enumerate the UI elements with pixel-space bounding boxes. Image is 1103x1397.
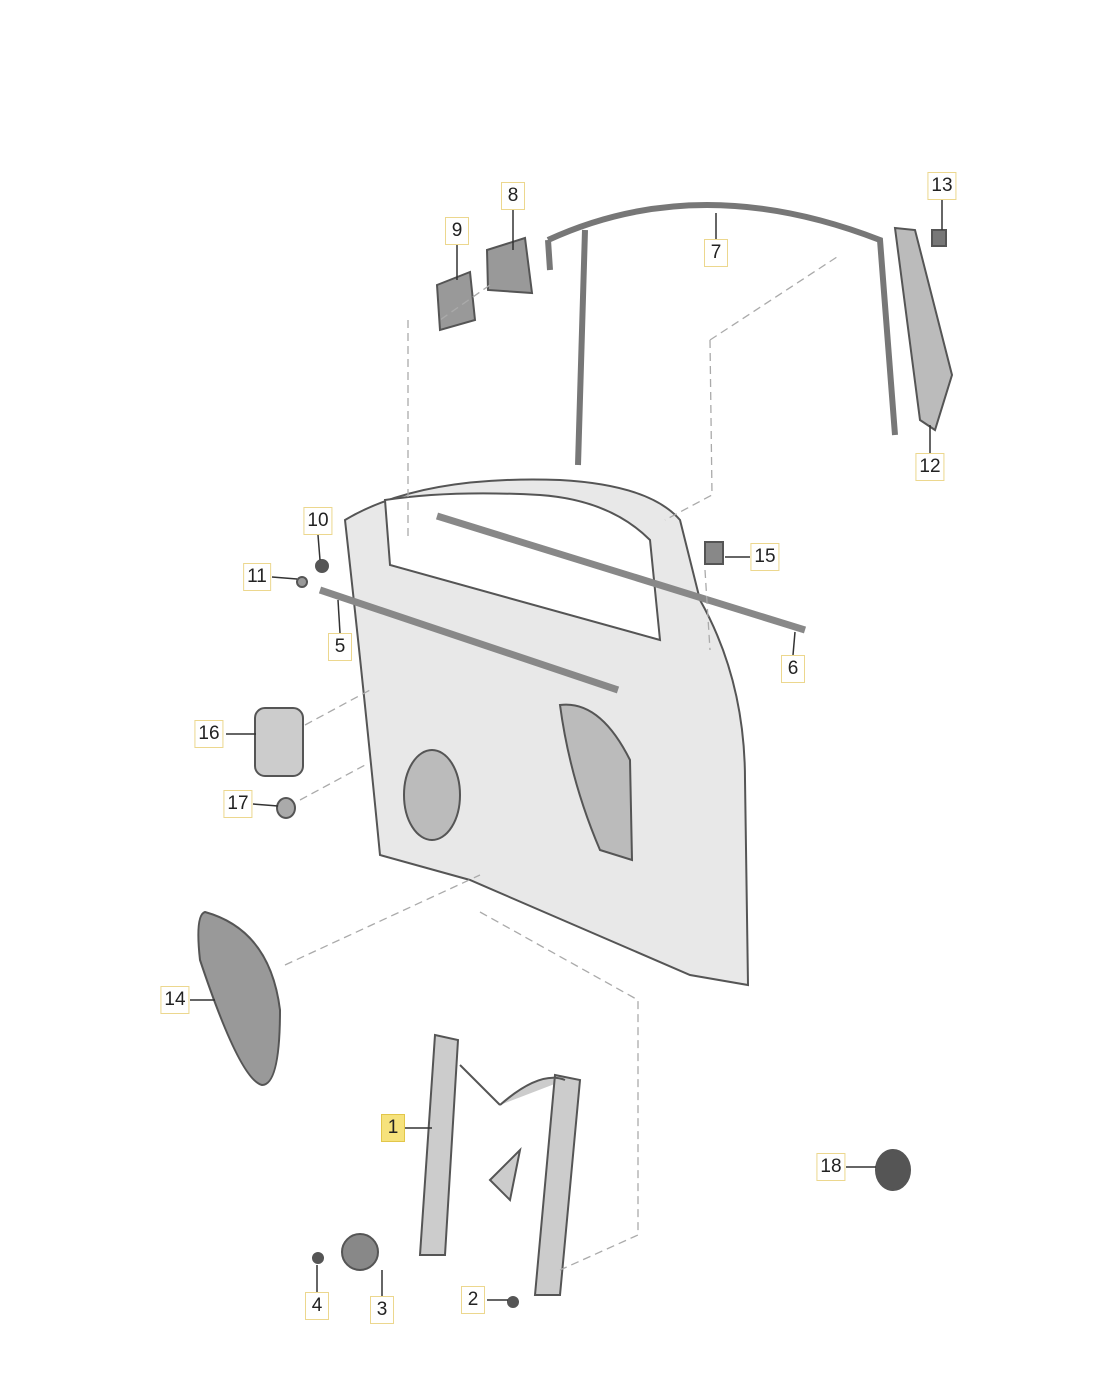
clip-13 (931, 229, 947, 247)
motor-3 (341, 1233, 379, 1271)
part-8 (485, 236, 534, 295)
strip-5 (318, 586, 620, 694)
callout-18[interactable]: 18 (816, 1153, 846, 1181)
callout-7[interactable]: 7 (704, 239, 728, 267)
strip-6 (435, 512, 807, 634)
screw-4 (312, 1252, 324, 1264)
washer-11 (296, 576, 308, 588)
callout-15[interactable]: 15 (750, 543, 780, 571)
callout-12[interactable]: 12 (915, 453, 945, 481)
part-14 (197, 910, 282, 1087)
speaker-opening (403, 749, 461, 841)
part-15 (704, 541, 724, 565)
part-16 (254, 707, 304, 777)
door-panel-opening (558, 703, 634, 862)
callout-10[interactable]: 10 (303, 507, 333, 535)
callout-6[interactable]: 6 (781, 655, 805, 683)
part-17 (276, 797, 296, 819)
callout-17[interactable]: 17 (223, 790, 253, 818)
window-seal (545, 202, 898, 466)
callout-8[interactable]: 8 (501, 182, 525, 210)
callout-11[interactable]: 11 (243, 563, 271, 591)
part-18 (875, 1149, 911, 1191)
window-regulator (418, 1033, 582, 1296)
callout-14[interactable]: 14 (160, 986, 190, 1014)
callout-3[interactable]: 3 (370, 1296, 394, 1324)
part-9 (435, 270, 477, 332)
callout-5[interactable]: 5 (328, 633, 352, 661)
callout-4[interactable]: 4 (305, 1292, 329, 1320)
callout-1[interactable]: 1 (381, 1114, 405, 1142)
callout-13[interactable]: 13 (927, 172, 957, 200)
callout-9[interactable]: 9 (445, 217, 469, 245)
screw-10 (315, 559, 329, 573)
callout-16[interactable]: 16 (194, 720, 224, 748)
nut-2 (507, 1296, 519, 1308)
guide-lines (284, 254, 841, 1271)
leader-lines (190, 200, 943, 1301)
callout-2[interactable]: 2 (461, 1286, 485, 1314)
part-12 (893, 226, 954, 432)
